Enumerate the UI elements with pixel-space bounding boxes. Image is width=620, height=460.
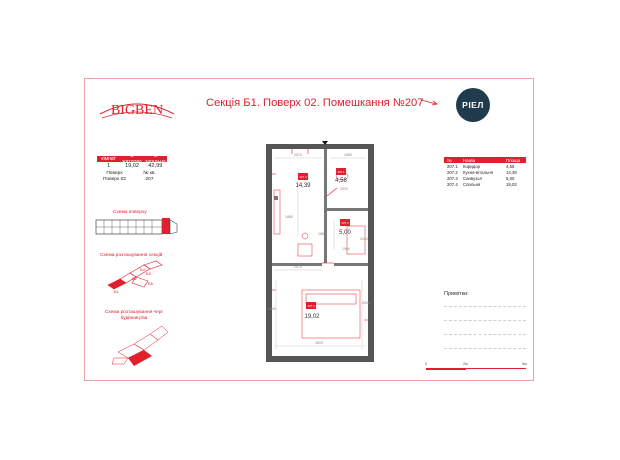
- dim-label: 1880: [318, 232, 326, 236]
- room-badge-code: 207.4: [300, 175, 307, 179]
- rooms-header-cell: №: [447, 157, 452, 163]
- scale-segment: [466, 368, 526, 370]
- note-line: [444, 334, 526, 335]
- summary-table: кімнат S житлова S загальна 1 19,02 42,9…: [97, 153, 167, 182]
- section-label: Б3: [146, 271, 152, 276]
- bigben-logo: BIGBEN: [96, 92, 178, 122]
- sheet-frame: [84, 78, 534, 381]
- rooms-table: № Назва Площа 207.1 Коридор 4,58 207.2 К…: [444, 157, 526, 187]
- summary-header-cell: S житлова: [122, 153, 142, 165]
- dim-label: 1880: [344, 153, 352, 157]
- apt-value: 207: [145, 176, 154, 182]
- dim-label: 3020: [340, 187, 348, 191]
- room-badge-code: 207.3: [342, 221, 349, 225]
- summary-label-values: Поверх 02 207: [97, 176, 167, 182]
- table-row: 207.1 Коридор 4,58: [444, 163, 526, 169]
- room-badge: 207.1 4,58: [335, 168, 347, 184]
- phases-scheme-caption: Схема розташування черг будівництва: [104, 310, 164, 321]
- rooms-count: 1: [107, 163, 111, 169]
- room-name: Кухня-вітальня: [463, 169, 493, 175]
- summary-labels: Поверх № кв.: [97, 170, 167, 176]
- room-num: 207.4: [447, 181, 458, 187]
- floor-value: Поверх 02: [103, 176, 126, 182]
- room-badge-area: 4,58: [335, 178, 347, 184]
- room-name: Спальня: [463, 181, 481, 187]
- scale-label: 5м: [522, 362, 527, 366]
- arrow-decor-icon: [420, 99, 438, 106]
- dim-label: 4800: [315, 341, 323, 345]
- room-name: Санвузол: [463, 175, 482, 181]
- note-line: [444, 320, 526, 321]
- apt-label: № кв.: [143, 170, 156, 176]
- room-num: 207.1: [447, 163, 458, 169]
- section-label: Б1: [114, 289, 120, 294]
- dim-label: 3800: [268, 307, 276, 311]
- apartment-floor-plan: 2870 1880 3020 1880 2970 1880 2440 1900 …: [266, 141, 374, 362]
- note-line: [444, 306, 526, 307]
- sections-scheme-diagram: Б4 Б3 Б2 Б1 Б5: [107, 260, 163, 294]
- summary-header: кімнат S житлова S загальна: [97, 153, 167, 165]
- scale-label: 0: [425, 362, 428, 366]
- rooms-table-header: № Назва Площа: [444, 157, 526, 163]
- total-area: 42,99: [148, 163, 163, 169]
- rooms-header-cell: Назва: [463, 157, 476, 163]
- summary-header-cell: S загальна: [145, 153, 166, 165]
- dim-label: 2970: [294, 265, 302, 269]
- page-title: Секція Б1. Поверх 02. Помешкання №207: [206, 97, 424, 109]
- summary-values: 1 19,02 42,99: [97, 162, 167, 170]
- section-label: Б5: [148, 281, 154, 286]
- dim-label: 1900: [342, 247, 350, 251]
- notes-label: Примітки:: [444, 291, 469, 297]
- room-area: 5,00: [506, 175, 515, 181]
- dim-label: 2870: [294, 153, 302, 157]
- table-row: 207.4 Спальня 19,02: [444, 181, 526, 187]
- room-area: 4,58: [506, 163, 515, 169]
- room-badge-area: 19,02: [304, 314, 320, 320]
- floor-scheme-diagram: [95, 218, 178, 235]
- room-num: 207.3: [447, 175, 458, 181]
- dim-label: 1880: [285, 215, 293, 219]
- note-line: [444, 348, 526, 349]
- section-label: Б2: [132, 276, 138, 281]
- section-label: Б4: [140, 267, 146, 272]
- summary-header-cell: кімнат: [101, 156, 116, 162]
- room-badge-code: 207.4: [308, 304, 315, 308]
- table-row: 207.2 Кухня-вітальня 14,39: [444, 169, 526, 175]
- logo-text: BIGBEN: [111, 103, 163, 118]
- floor-label: Поверх: [106, 170, 123, 176]
- room-badge-code: 207.1: [338, 170, 345, 174]
- sections-scheme-caption: Схема розташування секцій: [100, 253, 163, 258]
- table-row: 207.3 Санвузол 5,00: [444, 175, 526, 181]
- room-name: Коридор: [463, 163, 480, 169]
- dim-label: 2440: [360, 237, 368, 241]
- room-area: 19,02: [506, 181, 517, 187]
- room-badge-area: 5,00: [339, 230, 351, 236]
- dim-label: 4000: [362, 301, 370, 305]
- living-area: 19,02: [124, 163, 139, 169]
- room-badge: 207.4 19,02: [304, 302, 320, 320]
- scale-segment: [426, 368, 466, 370]
- room-badge: 207.3 5,00: [339, 219, 351, 236]
- floor-scheme-caption: Схема поверху: [113, 210, 147, 215]
- room-badge: 207.4 14,39: [295, 173, 311, 189]
- rooms-header-cell: Площа: [506, 157, 520, 163]
- room-badge-area: 14,39: [295, 183, 311, 189]
- room-area: 14,39: [506, 169, 517, 175]
- riel-logo: РІЕЛ: [456, 88, 490, 122]
- phases-scheme-diagram: [111, 325, 169, 366]
- room-num: 207.2: [447, 169, 458, 175]
- scale-label: 2м: [463, 362, 468, 366]
- scale-bar: 0 2м 5м: [425, 362, 527, 371]
